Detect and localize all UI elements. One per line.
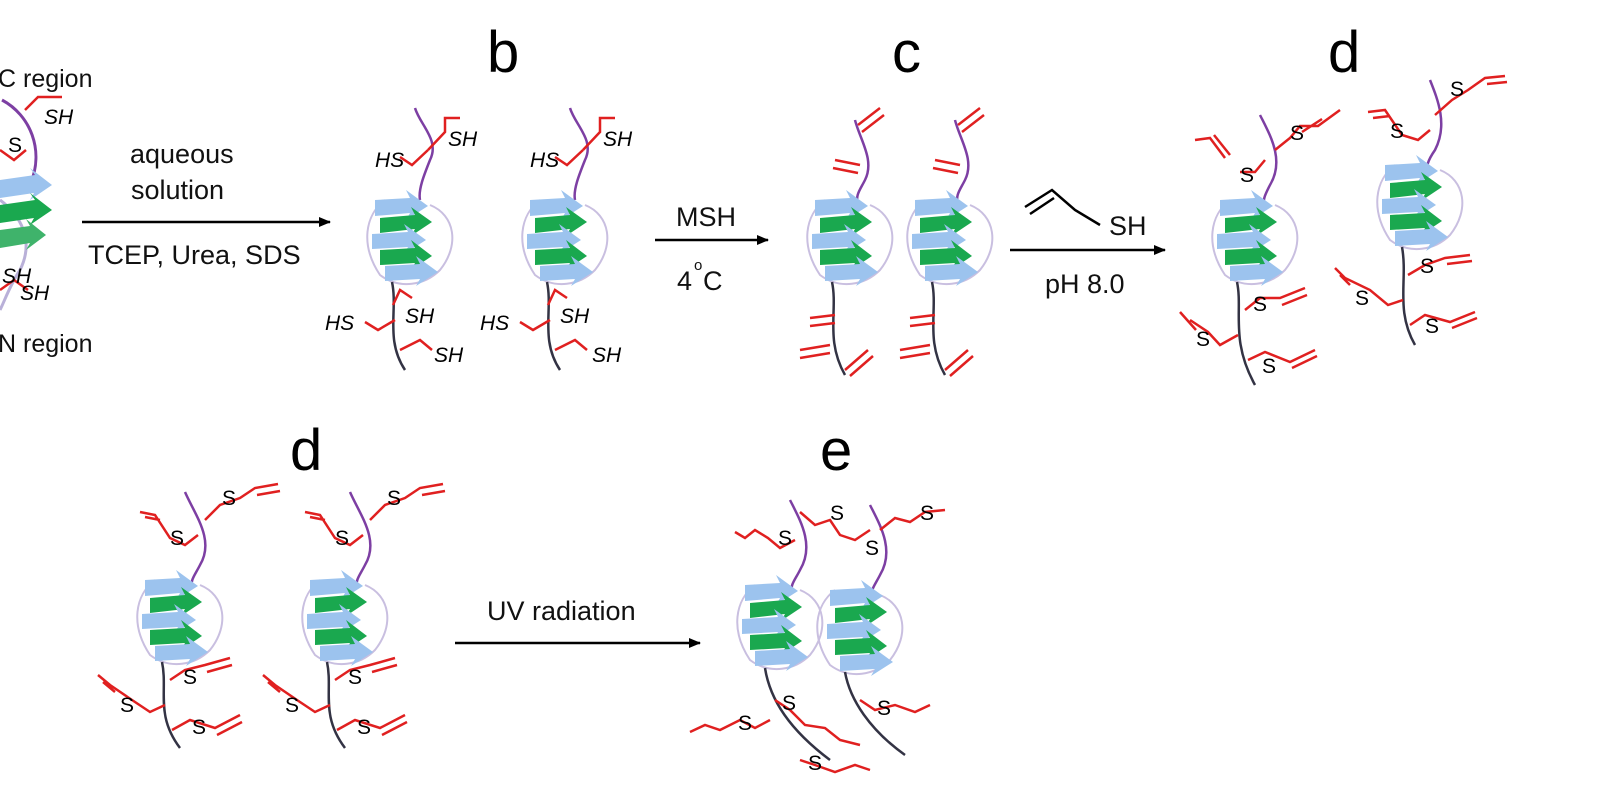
panel-d-top-letter: d xyxy=(1328,20,1360,85)
arrow-a-to-b-label-top2: solution xyxy=(131,175,224,205)
panel-d-bottom1-s4: S xyxy=(120,694,134,717)
panel-d-top2-s2: S xyxy=(1390,120,1404,143)
panel-e-s5: S xyxy=(782,692,796,715)
panel-b2-thiol-n1: HS xyxy=(480,312,509,335)
panel-a-thiol-top: SH xyxy=(44,106,74,129)
panel-d-top-protein-2 xyxy=(1334,74,1508,346)
panel-e-letter: e xyxy=(820,418,852,483)
panel-b2-thiol-c1: SH xyxy=(603,128,633,151)
panel-d-bottom1-s1: S xyxy=(222,487,236,510)
arrow-b-to-c-temp-number: 4 xyxy=(677,266,692,296)
panel-d-top1-s3: S xyxy=(1253,293,1267,316)
panel-e-s7: S xyxy=(877,697,891,720)
panel-b-protein-1 xyxy=(364,107,460,371)
panel-d-bottom1-s3: S xyxy=(183,666,197,689)
arrow-b-to-c-degree: o xyxy=(694,257,702,274)
allyl-mercaptan-structure xyxy=(1024,188,1101,227)
panel-b1-thiol-c1: SH xyxy=(448,128,478,151)
panel-d-top2-s4: S xyxy=(1355,287,1369,310)
panel-e-s2: S xyxy=(865,537,879,560)
panel-d-top2-s3: S xyxy=(1420,255,1434,278)
panel-d-top2-s5: S xyxy=(1425,315,1439,338)
panel-b1-thiol-n1: HS xyxy=(325,312,354,335)
panel-c-protein-2 xyxy=(899,107,994,377)
panel-b-letter: b xyxy=(487,20,519,85)
panel-d-top1-s4: S xyxy=(1196,328,1210,351)
c-region-label: C region xyxy=(0,65,93,93)
panel-a-thiol-bottom: SH xyxy=(2,265,32,288)
panel-a-thiol-bottom-2: SH xyxy=(20,282,50,305)
panel-d-bottom1-s5: S xyxy=(192,716,206,739)
panel-b1-thiol-c2: HS xyxy=(375,149,404,172)
panel-c-protein-1 xyxy=(799,107,894,377)
panel-e-s3: S xyxy=(778,527,792,550)
panel-e-crosslinked-network xyxy=(689,499,946,774)
panel-d-top-protein-1 xyxy=(1179,108,1341,386)
arrow-c-to-d-label-bottom: pH 8.0 xyxy=(1045,269,1125,299)
panel-b1-thiol-n2: SH xyxy=(405,305,435,328)
panel-d-bottom2-s4: S xyxy=(285,694,299,717)
panel-b2-thiol-n2: SH xyxy=(560,305,590,328)
panel-b1-thiol-n3: SH xyxy=(434,344,464,367)
arrow-a-to-b-label-top: aqueous xyxy=(130,139,234,169)
panel-d-bottom2-s2: S xyxy=(335,527,349,550)
panel-d-bottom-letter: d xyxy=(290,418,322,483)
panel-e-s1: S xyxy=(830,502,844,525)
panel-d-bottom2-s5: S xyxy=(357,716,371,739)
panel-c-letter: c xyxy=(892,20,921,85)
panel-d-top1-s5: S xyxy=(1262,355,1276,378)
panel-d-bottom-protein-2 xyxy=(262,482,446,749)
panel-d-bottom2-s3: S xyxy=(348,666,362,689)
arrow-b-to-c-label-top: MSH xyxy=(676,202,736,232)
panel-e-s4: S xyxy=(920,502,934,525)
panel-d-top1-s1: S xyxy=(1290,122,1304,145)
arrow-a-to-b-label-bottom: TCEP, Urea, SDS xyxy=(88,240,301,270)
panel-b-protein-2 xyxy=(519,107,615,371)
panel-d-bottom-protein-1 xyxy=(97,482,281,749)
panel-d-top2-s1: S xyxy=(1450,78,1464,101)
panel-e-s8: S xyxy=(808,752,822,775)
panel-b2-thiol-c2: HS xyxy=(530,149,559,172)
arrow-d-to-e-label: UV radiation xyxy=(487,596,636,626)
panel-d-bottom2-s1: S xyxy=(387,487,401,510)
panel-a-disulfide-s1: S xyxy=(8,134,22,157)
panel-e-s6: S xyxy=(738,712,752,735)
panel-b2-thiol-n3: SH xyxy=(592,344,622,367)
n-region-label: N region xyxy=(0,330,93,358)
arrow-c-to-d-label-top: SH xyxy=(1109,211,1147,241)
arrow-b-to-c-temp-unit: C xyxy=(703,266,723,296)
panel-d-bottom1-s2: S xyxy=(170,527,184,550)
panel-a-structure xyxy=(0,95,62,311)
panel-d-top1-s2: S xyxy=(1240,164,1254,187)
